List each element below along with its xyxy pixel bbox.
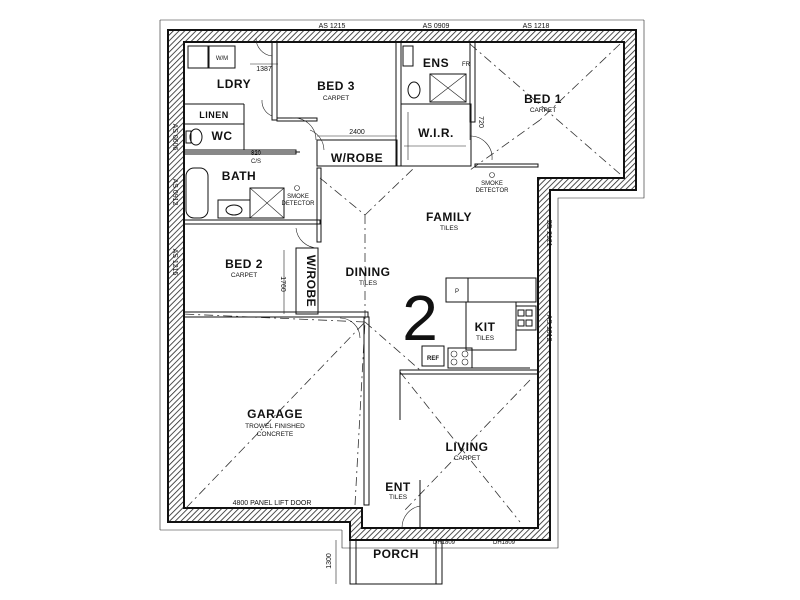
room-label-bed1: BED 1 (524, 92, 562, 106)
plan-number: 2 (402, 282, 438, 354)
door-swings (255, 37, 493, 339)
finish-garage-line2: CONCRETE (257, 431, 294, 438)
external-walls (167, 29, 637, 541)
room-label-wrobe-top: W/ROBE (331, 151, 383, 165)
finish-bed1: CARPET (530, 107, 556, 114)
dimension-labels: AS 1215 AS 0909 AS 1218 AS 0606 AS 0912 … (171, 23, 552, 569)
window-as-1012: AS 1012 (545, 315, 552, 342)
dim-1300: 1300 (326, 553, 333, 569)
room-label-ensuite: ENS (423, 56, 449, 70)
internal-walls (183, 41, 539, 506)
finish-bed3: CARPET (323, 95, 349, 102)
room-label-wrobe-side: W/ROBE (304, 255, 318, 307)
eaves-outline (159, 19, 645, 549)
label-cs: C/S (251, 159, 261, 165)
label-fr: FR (462, 62, 471, 68)
dim-1760: 1760 (279, 276, 286, 292)
window-as-0912-left: AS 0912 (171, 179, 178, 206)
label-smoke-hall-1: SMOKE (287, 194, 309, 200)
dim-1387: 1387 (256, 66, 272, 73)
fixture-labels: W/M FR REF P C/S 820 SMOKE DETECTOR SMOK… (216, 56, 509, 362)
finish-garage-line1: TROWEL FINISHED (245, 423, 305, 430)
dimension-lines (250, 63, 471, 584)
room-label-bed2: BED 2 (225, 257, 263, 271)
label-washing-machine: W/M (216, 56, 228, 62)
fixtures (185, 45, 537, 585)
room-label-porch: PORCH (373, 547, 419, 561)
finish-dining: TILES (359, 280, 378, 287)
window-dh1809-b: DH1809 (493, 540, 516, 546)
window-as-1218-top: AS 1218 (523, 23, 550, 30)
window-dh1809-a: DH1809 (433, 540, 456, 546)
window-as-0909-top: AS 0909 (423, 23, 450, 30)
label-smoke-family-1: SMOKE (481, 181, 503, 187)
room-labels: LDRY BED 3 CARPET ENS BED 1 CARPET LINEN… (199, 56, 562, 561)
room-label-bath: BATH (222, 169, 256, 183)
label-820: 820 (251, 151, 262, 157)
window-as-0606-left: AS 0606 (171, 124, 178, 151)
room-label-garage: GARAGE (247, 407, 303, 421)
finish-kitchen: TILES (476, 335, 495, 342)
room-label-linen: LINEN (199, 110, 229, 120)
room-label-bed3: BED 3 (317, 79, 355, 93)
label-smoke-family-2: DETECTOR (476, 188, 510, 194)
room-label-living: LIVING (445, 440, 488, 454)
door-sd-2121: SD 2121 (545, 219, 552, 246)
dim-2400: 2400 (349, 129, 365, 136)
room-label-wc: WC (212, 129, 233, 143)
label-smoke-hall-2: DETECTOR (282, 201, 316, 207)
room-label-dining: DINING (346, 265, 391, 279)
room-label-family: FAMILY (426, 210, 472, 224)
garage-door-label: 4800 PANEL LIFT DOOR (233, 500, 312, 507)
room-label-wir: W.I.R. (418, 126, 454, 140)
label-refrigerator: REF (427, 356, 439, 362)
finish-bed2: CARPET (231, 272, 257, 279)
room-label-kitchen: KIT (475, 320, 496, 334)
finish-family: TILES (440, 225, 459, 232)
finish-entry: TILES (389, 494, 408, 501)
label-pantry: P (455, 289, 459, 295)
window-as-1215-left: AS 1215 (171, 249, 178, 276)
room-label-laundry: LDRY (217, 77, 251, 91)
window-as-1215-top: AS 1215 (319, 23, 346, 30)
room-label-entry: ENT (385, 480, 411, 494)
dim-720: 720 (477, 116, 484, 128)
finish-living: CARPET (454, 455, 480, 462)
